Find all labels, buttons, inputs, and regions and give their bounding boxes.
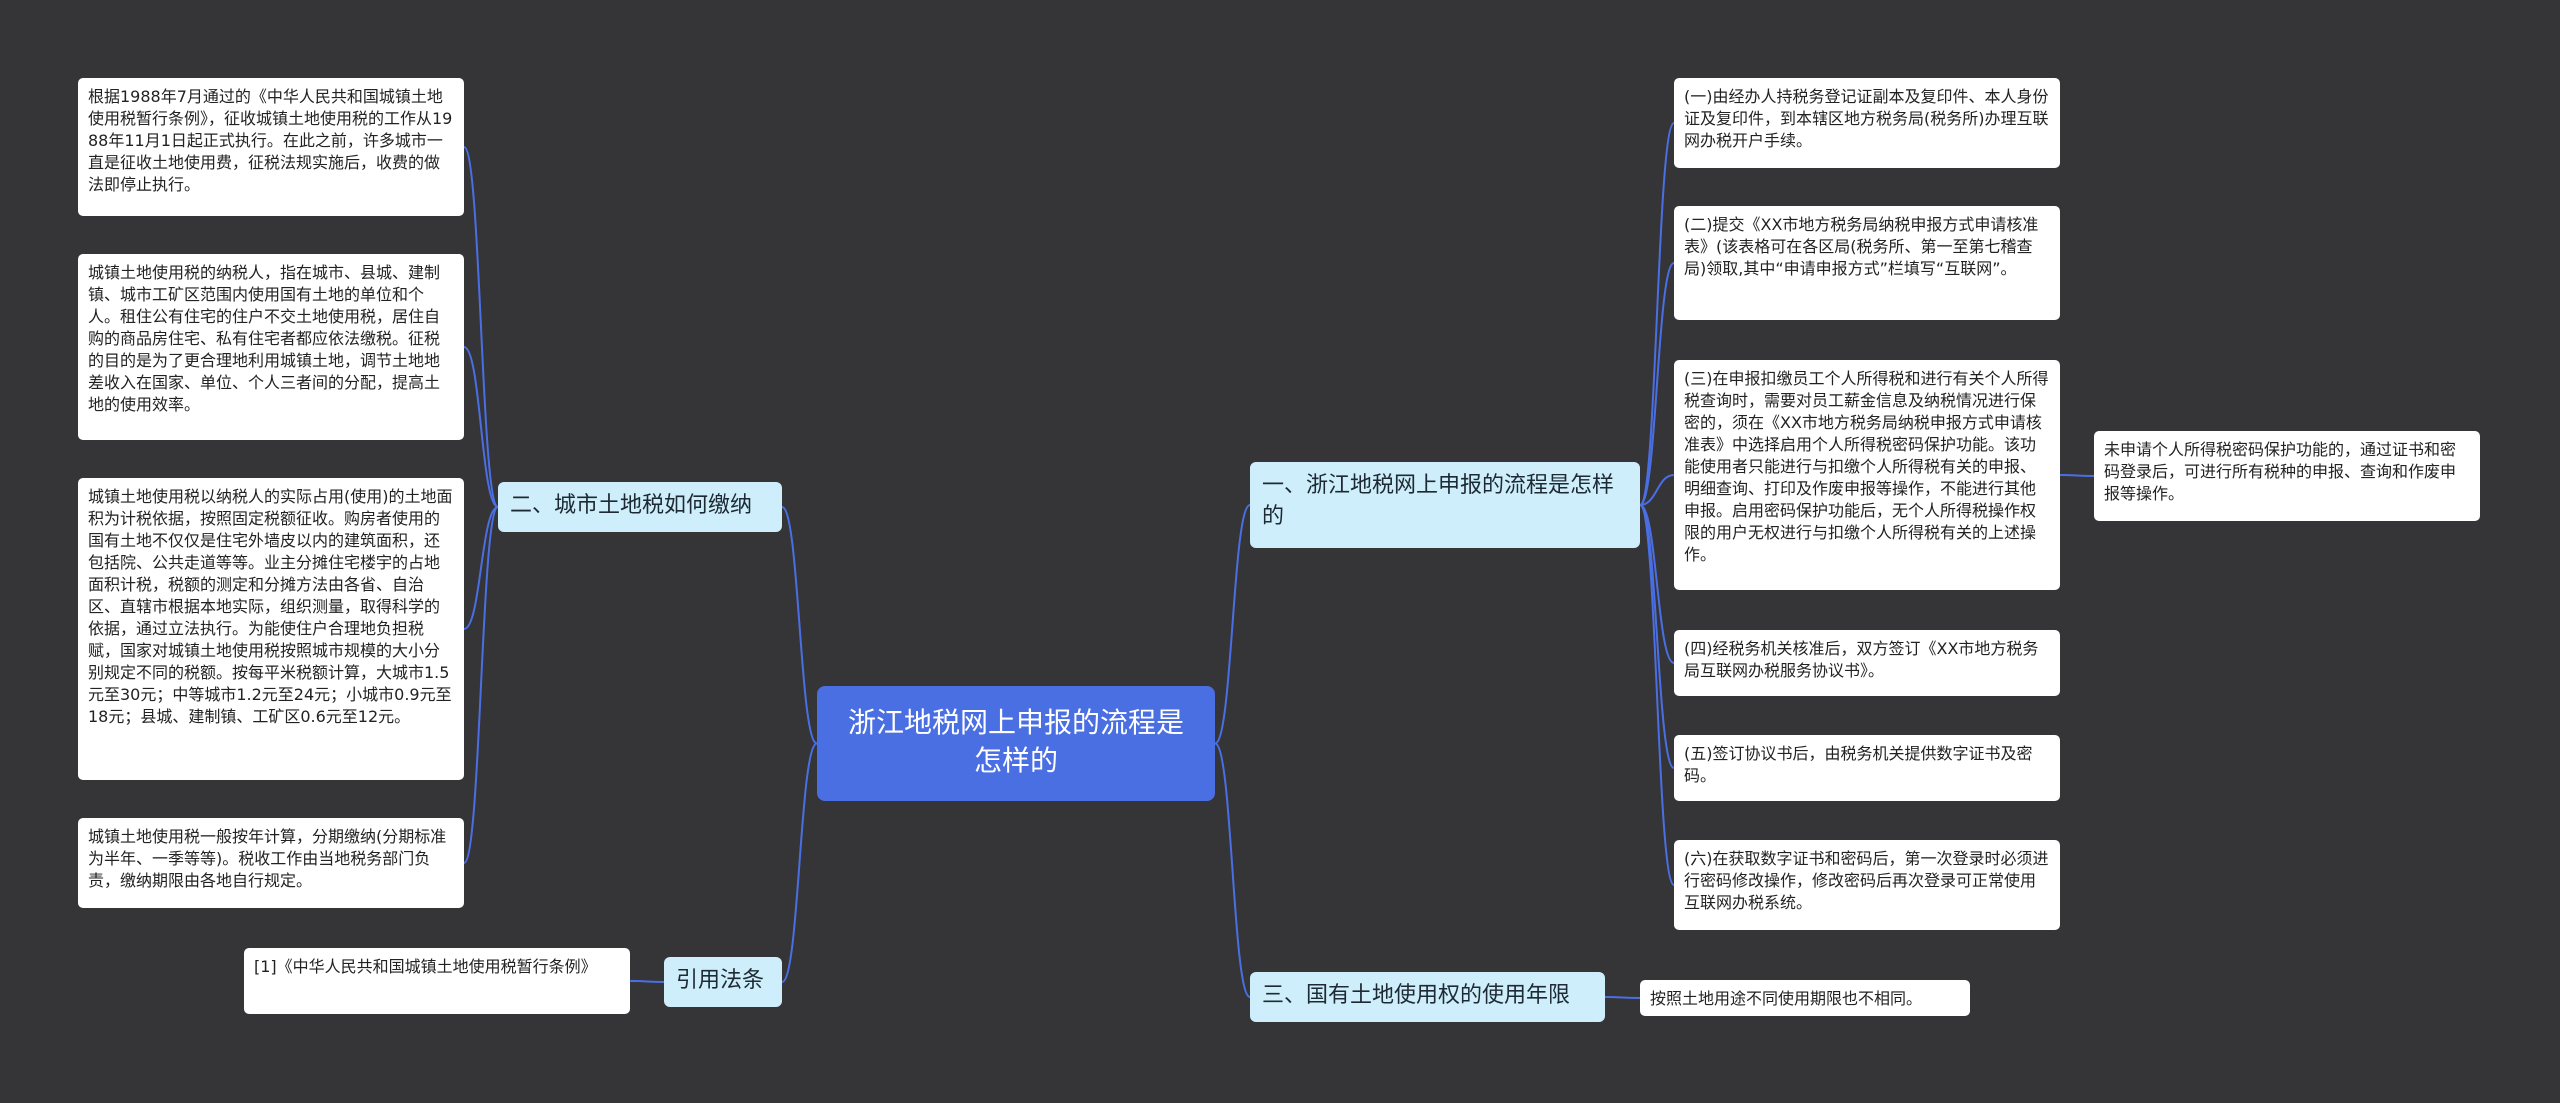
link-urban-land-tax-to-item-3: [463, 506, 499, 630]
link-root-to-urban-land-tax: [781, 506, 818, 745]
leaf-text: (一)由经办人持税务登记证副本及复印件、本人身份证及复印件，到本辖区地方税务局(…: [1684, 87, 2049, 150]
leaf-text: 城镇土地使用税的纳税人，指在城市、县城、建制镇、城市工矿区范围内使用国有土地的单…: [88, 263, 441, 414]
link-urban-land-tax-to-item-4: [463, 506, 499, 864]
leaf-step-6[interactable]: (六)在获取数字证书和密码后，第一次登录时必须进行密码修改操作，修改密码后再次登…: [1674, 840, 2060, 930]
leaf-step-1[interactable]: (一)由经办人持税务登记证副本及复印件、本人身份证及复印件，到本辖区地方税务局(…: [1674, 78, 2060, 168]
branch-label: 一、浙江地税网上申报的流程是怎样的: [1262, 473, 1615, 529]
branch-urban-land-tax[interactable]: 二、城市土地税如何缴纳: [498, 482, 782, 532]
branch-online-process[interactable]: 一、浙江地税网上申报的流程是怎样的: [1250, 462, 1640, 548]
leaf-text: 城镇土地使用税一般按年计算，分期缴纳(分期标准为半年、一季等等)。税收工作由当地…: [88, 827, 447, 890]
leaf-text: 按照土地用途不同使用期限也不相同。: [1650, 989, 1923, 1008]
leaf-text: (六)在获取数字证书和密码后，第一次登录时必须进行密码修改操作，修改密码后再次登…: [1684, 849, 2049, 912]
link-online-process-to-step-4: [1639, 504, 1675, 664]
leaf-urban-tax-1[interactable]: 根据1988年7月通过的《中华人民共和国城镇土地使用税暂行条例》，征收城镇土地使…: [78, 78, 464, 216]
leaf-text: (三)在申报扣缴员工个人所得税和进行有关个人所得税查询时，需要对员工薪金信息及纳…: [1684, 369, 2049, 564]
leaf-step-5[interactable]: (五)签订协议书后，由税务机关提供数字证书及密码。: [1674, 735, 2060, 801]
leaf-text: 未申请个人所得税密码保护功能的，通过证书和密码登录后，可进行所有税种的申报、查询…: [2104, 440, 2457, 503]
leaf-citation[interactable]: [1]《中华人民共和国城镇土地使用税暂行条例》: [244, 948, 630, 1014]
link-urban-land-tax-to-item-1: [463, 146, 499, 508]
link-root-to-citation: [781, 742, 818, 983]
branch-land-use-term[interactable]: 三、国有土地使用权的使用年限: [1250, 972, 1605, 1022]
leaf-text: (二)提交《XX市地方税务局纳税申报方式申请核准表》(该表格可在各区局(税务所、…: [1684, 215, 2039, 278]
branch-label: 三、国有土地使用权的使用年限: [1262, 983, 1571, 1008]
branch-citation[interactable]: 引用法条: [664, 957, 782, 1007]
branch-label: 二、城市土地税如何缴纳: [510, 493, 753, 518]
link-urban-land-tax-to-item-2: [463, 346, 499, 508]
link-land-use-term-to-note: [1604, 996, 1641, 999]
leaf-urban-tax-2[interactable]: 城镇土地使用税的纳税人，指在城市、县城、建制镇、城市工矿区范围内使用国有土地的单…: [78, 254, 464, 440]
leaf-text: [1]《中华人民共和国城镇土地使用税暂行条例》: [254, 957, 597, 976]
link-online-process-to-step-5: [1639, 504, 1675, 769]
root-topic[interactable]: 浙江地税网上申报的流程是怎样的: [817, 686, 1215, 801]
root-title: 浙江地税网上申报的流程是怎样的: [847, 706, 1184, 777]
link-online-process-to-step-2: [1639, 262, 1675, 506]
leaf-text: 城镇土地使用税以纳税人的实际占用(使用)的土地面积为计税依据，按照固定税额征收。…: [88, 487, 453, 726]
leaf-step-4[interactable]: (四)经税务机关核准后，双方签订《XX市地方税务局互联网办税服务协议书》。: [1674, 630, 2060, 696]
leaf-urban-tax-4[interactable]: 城镇土地使用税一般按年计算，分期缴纳(分期标准为半年、一季等等)。税收工作由当地…: [78, 818, 464, 908]
leaf-text: (五)签订协议书后，由税务机关提供数字证书及密码。: [1684, 744, 2033, 785]
link-step-3-to-note: [2059, 474, 2095, 477]
link-root-to-online-process: [1214, 504, 1251, 745]
leaf-land-use-note[interactable]: 按照土地用途不同使用期限也不相同。: [1640, 980, 1970, 1016]
link-root-to-land-use-term: [1214, 742, 1251, 998]
leaf-text: (四)经税务机关核准后，双方签订《XX市地方税务局互联网办税服务协议书》。: [1684, 639, 2039, 680]
link-online-process-to-step-1: [1639, 122, 1675, 506]
link-citation-to-note: [629, 980, 665, 983]
link-online-process-to-step-6: [1639, 504, 1675, 886]
leaf-text: 根据1988年7月通过的《中华人民共和国城镇土地使用税暂行条例》，征收城镇土地使…: [88, 87, 453, 194]
leaf-step-3[interactable]: (三)在申报扣缴员工个人所得税和进行有关个人所得税查询时，需要对员工薪金信息及纳…: [1674, 360, 2060, 590]
leaf-step-3-note[interactable]: 未申请个人所得税密码保护功能的，通过证书和密码登录后，可进行所有税种的申报、查询…: [2094, 431, 2480, 521]
link-online-process-to-step-3: [1639, 474, 1675, 506]
leaf-step-2[interactable]: (二)提交《XX市地方税务局纳税申报方式申请核准表》(该表格可在各区局(税务所、…: [1674, 206, 2060, 320]
leaf-urban-tax-3[interactable]: 城镇土地使用税以纳税人的实际占用(使用)的土地面积为计税依据，按照固定税额征收。…: [78, 478, 464, 780]
branch-label: 引用法条: [676, 968, 765, 993]
